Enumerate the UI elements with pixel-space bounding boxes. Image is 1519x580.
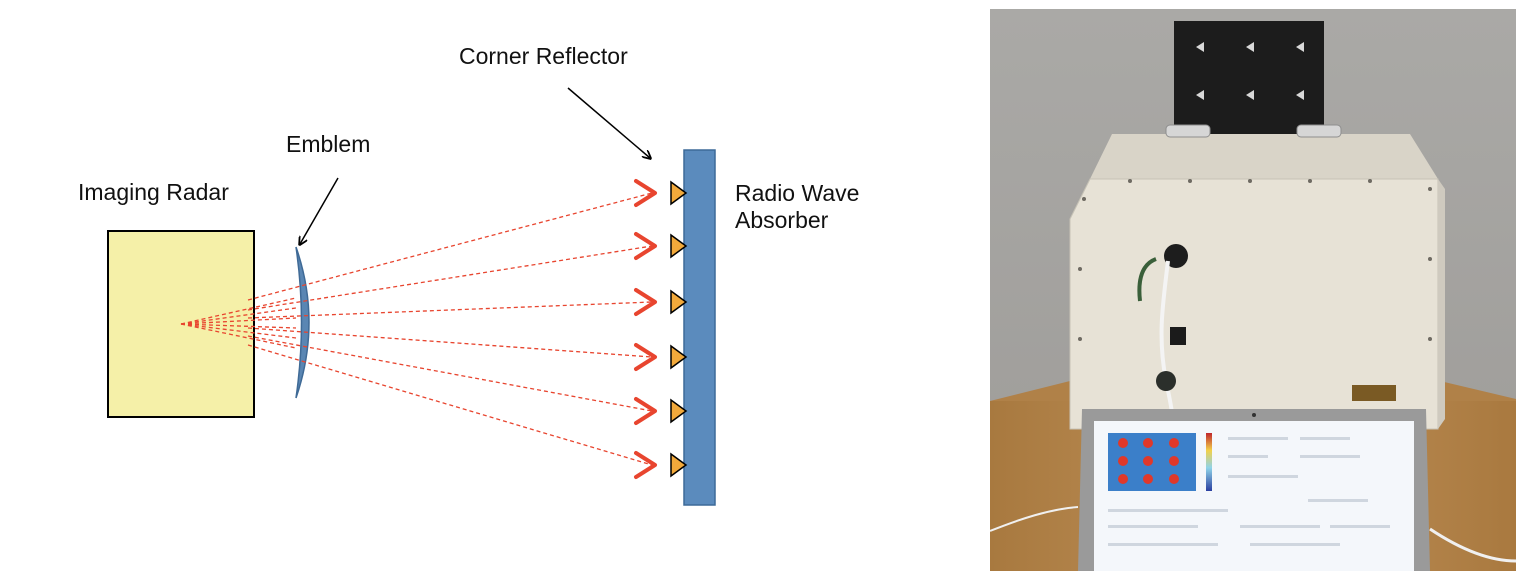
beam-arrowheads	[634, 179, 657, 479]
corner-reflectors	[670, 180, 688, 478]
photo-enclosure-side	[1438, 179, 1445, 429]
radio-wave-absorber	[683, 149, 716, 506]
photo-laptop-colorbar	[1206, 433, 1212, 491]
corner-reflector-3	[670, 289, 688, 315]
photo-table-cable-right	[1429, 527, 1516, 563]
photo-handle-right	[1296, 124, 1342, 138]
photo-laptop-heatmap-spots	[1118, 438, 1179, 484]
photo-laptop-camera	[1252, 413, 1256, 417]
corner-reflector-1	[670, 180, 688, 206]
corner-reflector-5	[670, 398, 688, 424]
photo-power-switch	[1170, 327, 1186, 345]
radio-wave-absorber-label-line2: Absorber	[735, 207, 829, 233]
emblem-label: Emblem	[286, 131, 370, 157]
emblem-lens	[295, 246, 310, 399]
beam-arrowhead-1	[634, 179, 657, 207]
corner-reflector-label: Corner Reflector	[459, 43, 628, 69]
photo-cable-port	[1164, 244, 1188, 268]
photo-handle-left	[1165, 124, 1211, 138]
emblem-pointer-arrow	[300, 177, 339, 244]
photo-table-cable	[990, 506, 1079, 532]
corner-reflector-6	[670, 452, 688, 478]
corner-reflector-2	[670, 233, 688, 259]
beam-arrowhead-2	[634, 232, 657, 260]
photo-target-board-reflectors	[1196, 42, 1304, 100]
photo-warning-label	[1352, 385, 1396, 401]
radio-wave-absorber-label-line1: Radio Wave	[735, 180, 859, 206]
photo-enclosure-screws	[1078, 179, 1432, 341]
test-fixture-photo	[990, 9, 1516, 571]
photo-connector	[1156, 371, 1176, 391]
beam-arrowhead-6	[634, 451, 657, 479]
beam-arrowhead-5	[634, 397, 657, 425]
radar-beam-paths	[247, 192, 653, 466]
radar-test-setup-diagram: Imaging Radar Emblem Corner Reflector Ra…	[78, 43, 859, 506]
photo-enclosure-top	[1090, 134, 1438, 179]
beam-arrowhead-3	[634, 288, 657, 316]
photo-green-cable	[1137, 257, 1157, 302]
photo-laptop-ui-lines	[1108, 437, 1390, 546]
corner-reflector-4	[670, 344, 688, 370]
imaging-radar-label: Imaging Radar	[78, 179, 229, 205]
corner-reflector-pointer-arrow	[567, 87, 650, 158]
radar-beam-fan	[180, 297, 297, 349]
beam-arrowhead-4	[634, 343, 657, 371]
